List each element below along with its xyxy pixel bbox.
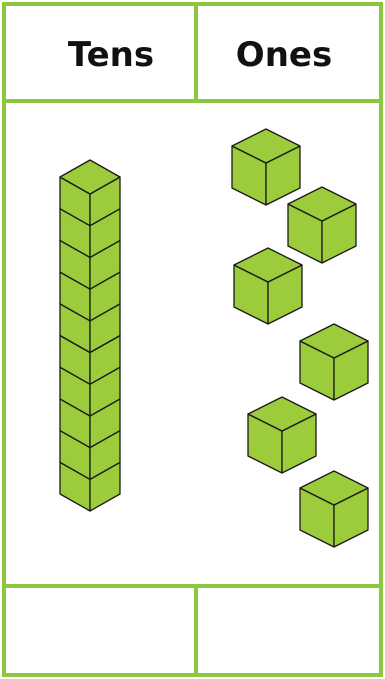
ones-cube bbox=[288, 187, 356, 263]
ones-cube bbox=[248, 397, 316, 473]
ones-cube bbox=[300, 471, 368, 547]
ones-column-header: Ones bbox=[236, 35, 332, 75]
ones-cube bbox=[234, 248, 302, 324]
ones-answer-cell[interactable] bbox=[198, 588, 379, 673]
tens-rod-group bbox=[60, 160, 120, 511]
tens-column-header: Tens bbox=[68, 35, 154, 75]
ones-cube bbox=[300, 324, 368, 400]
tens-answer-cell[interactable] bbox=[6, 588, 194, 673]
ones-cube-group bbox=[232, 129, 368, 547]
tens-rod bbox=[60, 160, 120, 511]
ones-cube bbox=[232, 129, 300, 205]
